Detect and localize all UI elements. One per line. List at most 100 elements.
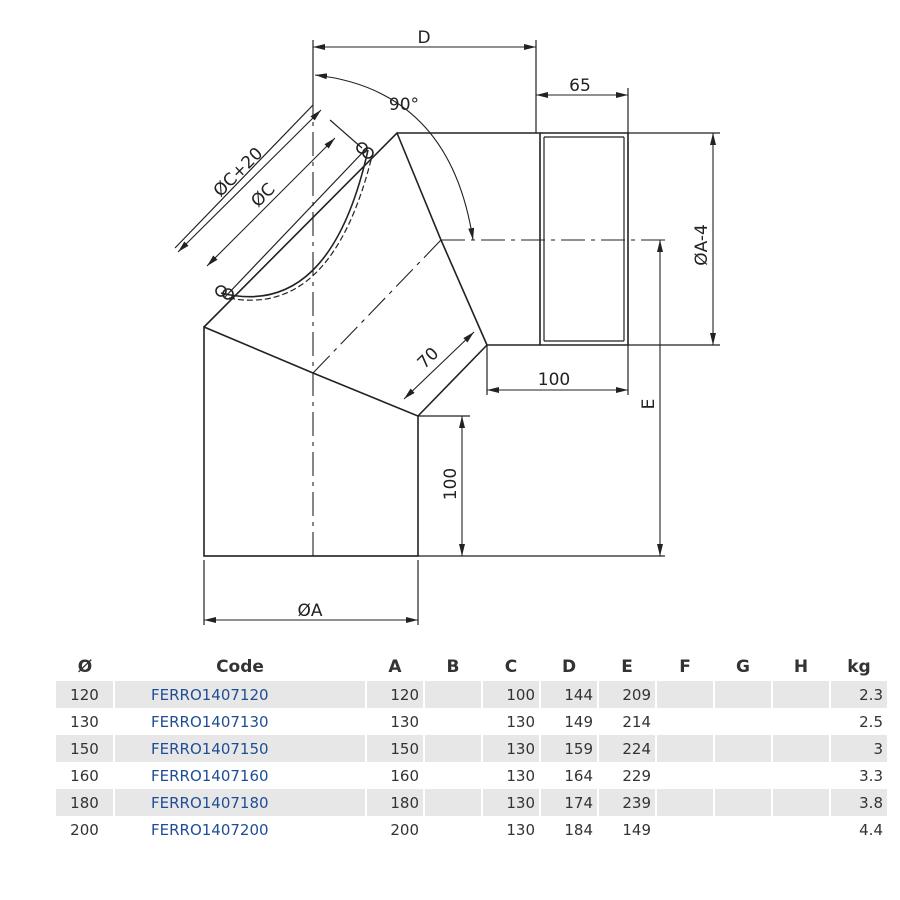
upper-segment-outline (397, 132, 541, 346)
cell-b (424, 708, 483, 735)
dim-a4-label: ØA-4 (692, 224, 712, 266)
cell-g (714, 681, 773, 708)
product-code-link[interactable]: FERRO1407180 (114, 789, 367, 816)
cell-kg: 3 (830, 735, 889, 762)
cell-g (714, 708, 773, 735)
product-code-link[interactable]: FERRO1407200 (114, 816, 367, 843)
product-code-link[interactable]: FERRO1407160 (114, 762, 367, 789)
table-row: 160 FERRO1407160 160 130 164 229 3.3 (56, 762, 889, 789)
cell-h (772, 735, 831, 762)
header-dia: Ø (77, 656, 93, 677)
dim-100v-label: 100 (441, 468, 461, 500)
dim-a-label: ØA (297, 601, 322, 621)
cell-e: 229 (598, 762, 657, 789)
cell-c: 130 (482, 708, 541, 735)
cell-h (772, 762, 831, 789)
cell-d: 144 (540, 681, 599, 708)
product-code-link[interactable]: FERRO1407130 (114, 708, 367, 735)
cell-h (772, 789, 831, 816)
ext-c20-upper (329, 119, 363, 149)
cell-f (656, 762, 715, 789)
cell-b (424, 816, 483, 843)
dim-d-label: D (417, 28, 430, 48)
cell-c: 100 (482, 681, 541, 708)
extension-lines (174, 40, 720, 625)
spigot-outline (540, 132, 629, 346)
cell-a: 130 (366, 708, 425, 735)
cell-kg: 2.5 (830, 708, 889, 735)
product-code-link[interactable]: FERRO1407150 (114, 735, 367, 762)
cell-dia: 200 (56, 816, 115, 843)
cell-b (424, 735, 483, 762)
cell-g (714, 735, 773, 762)
dim-70-label: 70 (414, 344, 443, 373)
cover-inner-arc (228, 155, 373, 301)
cell-f (656, 789, 715, 816)
table-row: 180 FERRO1407180 180 130 174 239 3.8 (56, 789, 889, 816)
header-f: F (679, 656, 691, 677)
header-g: G (736, 656, 750, 677)
cover-knob-lower (215, 285, 227, 297)
header-e: E (621, 656, 633, 677)
cell-e: 239 (598, 789, 657, 816)
cell-g (714, 816, 773, 843)
cell-c: 130 (482, 789, 541, 816)
cell-f (656, 708, 715, 735)
cell-kg: 4.4 (830, 816, 889, 843)
header-c: C (504, 656, 518, 677)
cell-e: 214 (598, 708, 657, 735)
cell-c: 130 (482, 735, 541, 762)
lower-segment-outline (203, 325, 419, 557)
cell-b (424, 762, 483, 789)
table-row: 120 FERRO1407120 120 100 144 209 2.3 (56, 681, 889, 708)
cell-a: 180 (366, 789, 425, 816)
table-header-row: Ø Code A B C D E F G H kg (56, 652, 888, 681)
cell-kg: 3.8 (830, 789, 889, 816)
table-row: 150 FERRO1407150 150 130 159 224 3 (56, 735, 889, 762)
cell-a: 150 (366, 735, 425, 762)
cell-h (772, 816, 831, 843)
cell-h (772, 708, 831, 735)
cell-c: 130 (482, 816, 541, 843)
diagonal-centerline (312, 239, 442, 374)
header-a: A (388, 656, 402, 677)
table-row: 200 FERRO1407200 200 130 184 149 4.4 (56, 816, 889, 843)
cell-b (424, 789, 483, 816)
cell-a: 120 (366, 681, 425, 708)
cell-dia: 150 (56, 735, 115, 762)
cell-kg: 2.3 (830, 681, 889, 708)
dim-70-line (403, 331, 475, 400)
cell-g (714, 762, 773, 789)
cell-d: 164 (540, 762, 599, 789)
cell-h (772, 681, 831, 708)
cell-a: 200 (366, 816, 425, 843)
header-h: H (793, 656, 809, 677)
product-code-link[interactable]: FERRO1407120 (114, 681, 367, 708)
cell-f (656, 681, 715, 708)
cell-d: 174 (540, 789, 599, 816)
cell-dia: 120 (56, 681, 115, 708)
header-d: D (561, 656, 577, 677)
header-kg: kg (847, 656, 871, 677)
dim-c-line (206, 137, 336, 267)
cell-f (656, 816, 715, 843)
cell-a: 160 (366, 762, 425, 789)
center-lines (312, 105, 665, 556)
header-b: B (446, 656, 460, 677)
cell-e: 224 (598, 735, 657, 762)
cell-b (424, 681, 483, 708)
cell-g (714, 789, 773, 816)
dim-angle-label: 90° (389, 95, 419, 115)
cell-e: 149 (598, 816, 657, 843)
cell-f (656, 735, 715, 762)
dim-c-label: ØC (247, 179, 279, 211)
elbow-technical-drawing: D 90° 65 ØA-4 ØC+20 ØC 70 100 E 100 ØA (174, 28, 720, 625)
cell-dia: 130 (56, 708, 115, 735)
cover-knob-lower-2 (222, 288, 234, 300)
dim-65-label: 65 (569, 76, 591, 96)
cell-kg: 3.3 (830, 762, 889, 789)
cell-d: 184 (540, 816, 599, 843)
cell-e: 209 (598, 681, 657, 708)
dim-e-label: E (639, 399, 659, 410)
dim-100h-label: 100 (538, 370, 570, 390)
